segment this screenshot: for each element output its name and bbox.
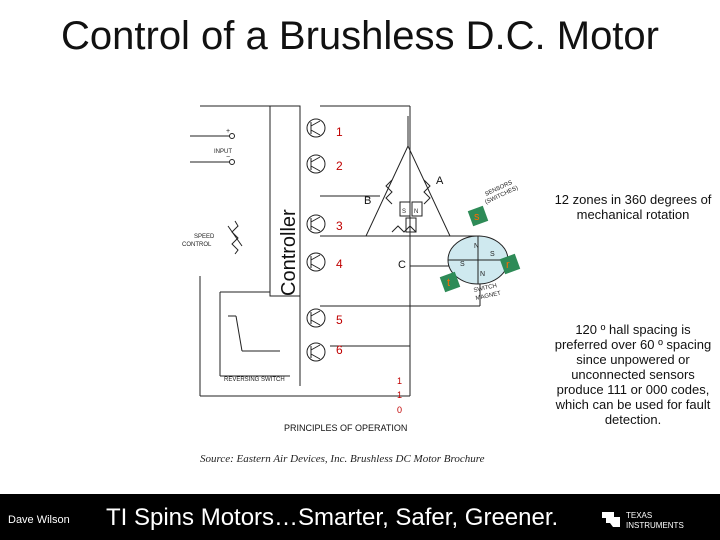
controller-box xyxy=(269,105,301,297)
minus-sign: − xyxy=(226,154,230,161)
transistor-number-5: 5 xyxy=(336,313,343,327)
input-label: INPUT xyxy=(214,149,232,155)
phase-label-a: A xyxy=(436,175,444,187)
source-citation: Source: Eastern Air Devices, Inc. Brushl… xyxy=(200,453,485,465)
hall-code-digit-1: 1 xyxy=(397,376,402,386)
control-label: CONTROL xyxy=(182,242,212,248)
transistor-3 xyxy=(306,214,326,234)
author-name: Dave Wilson xyxy=(8,514,70,526)
sensor-tag-r xyxy=(499,253,521,275)
plus-sign: + xyxy=(226,128,230,135)
sensor-tag-r-label: r xyxy=(506,259,510,271)
transistor-number-3: 3 xyxy=(336,219,343,233)
rotor-pole-n: N xyxy=(414,209,418,215)
controller-label: Controller xyxy=(278,209,300,296)
switch-label: SWITCH xyxy=(473,283,497,294)
principles-label: PRINCIPLES OF OPERATION xyxy=(284,423,407,433)
transistor-6 xyxy=(306,342,326,362)
transistor-number-2: 2 xyxy=(336,159,343,173)
speed-label: SPEED xyxy=(194,234,215,240)
phase-label-b: B xyxy=(364,195,371,207)
transistor-2 xyxy=(306,154,326,174)
stator-rotor xyxy=(399,201,423,233)
tagline: TI Spins Motors…Smarter, Safer, Greener. xyxy=(106,504,559,531)
input-terminal-minus xyxy=(229,159,235,165)
switch-magnet-disc xyxy=(447,235,509,285)
sensor-tag-s xyxy=(467,205,489,227)
transistor-4 xyxy=(306,252,326,272)
wiring xyxy=(190,105,481,397)
sensor-tag-s-label: s xyxy=(474,211,480,223)
disc-pole-n-bottom: N xyxy=(480,271,485,278)
hall-code-digit-3: 0 xyxy=(397,405,402,415)
reversing-switch-label: REVERSING SWITCH xyxy=(224,377,285,383)
zones-note: 12 zones in 360 degrees of mechanical ro… xyxy=(554,192,712,222)
transistor-5 xyxy=(306,308,326,328)
disc-pole-n-top: N xyxy=(474,243,479,250)
transistor-1 xyxy=(306,118,326,138)
transistor-number-4: 4 xyxy=(336,257,343,271)
input-terminal-plus xyxy=(229,133,235,139)
magnet-label: MAGNET xyxy=(475,291,502,302)
hall-spacing-note: 120 º hall spacing is preferred over 60 … xyxy=(554,322,712,427)
rotor-pole-s: S xyxy=(402,209,406,215)
logo-text-instruments: INSTRUMENTS xyxy=(626,521,684,530)
sensor-tag-t-label: t xyxy=(447,277,450,289)
transistor-number-1: 1 xyxy=(336,125,343,139)
slide-title: Control of a Brushless D.C. Motor xyxy=(61,14,659,58)
hall-code-digit-2: 1 xyxy=(397,390,402,400)
transistor-number-6: 6 xyxy=(336,343,343,357)
stator-windings xyxy=(365,116,451,237)
footer-bar: Dave Wilson TI Spins Motors…Smarter, Saf… xyxy=(0,494,720,540)
disc-pole-s-left: S xyxy=(460,261,465,268)
motor-control-diagram: + − INPUT SPEED CONTROL Controller 1 2 3… xyxy=(182,105,521,433)
phase-label-c: C xyxy=(398,259,406,271)
disc-pole-s-right: S xyxy=(490,251,495,258)
texas-instruments-logo: TEXAS INSTRUMENTS xyxy=(602,511,684,530)
logo-text-texas: TEXAS xyxy=(626,511,652,520)
sensor-tag-t xyxy=(439,271,461,293)
